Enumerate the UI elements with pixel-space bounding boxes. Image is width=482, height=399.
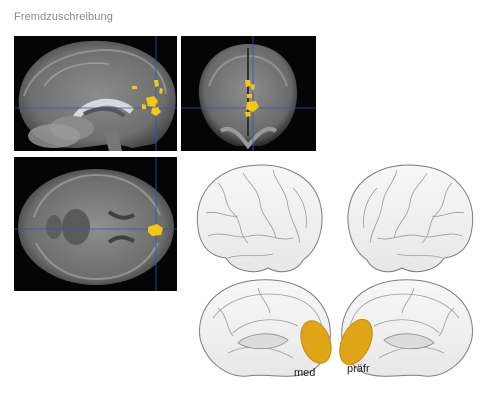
brain-illustrations: med präfr <box>188 158 482 394</box>
sagittal-mri-slice <box>14 36 177 151</box>
label-prefrontal: präfr <box>347 363 370 375</box>
brain-lateral-left <box>197 165 322 272</box>
coronal-mri-slice <box>181 36 316 151</box>
brain-lateral-right <box>348 165 473 272</box>
axial-mri-slice <box>14 157 177 291</box>
label-medial: med <box>294 367 315 379</box>
figure-title: Fremdzuschreibung <box>14 11 113 23</box>
